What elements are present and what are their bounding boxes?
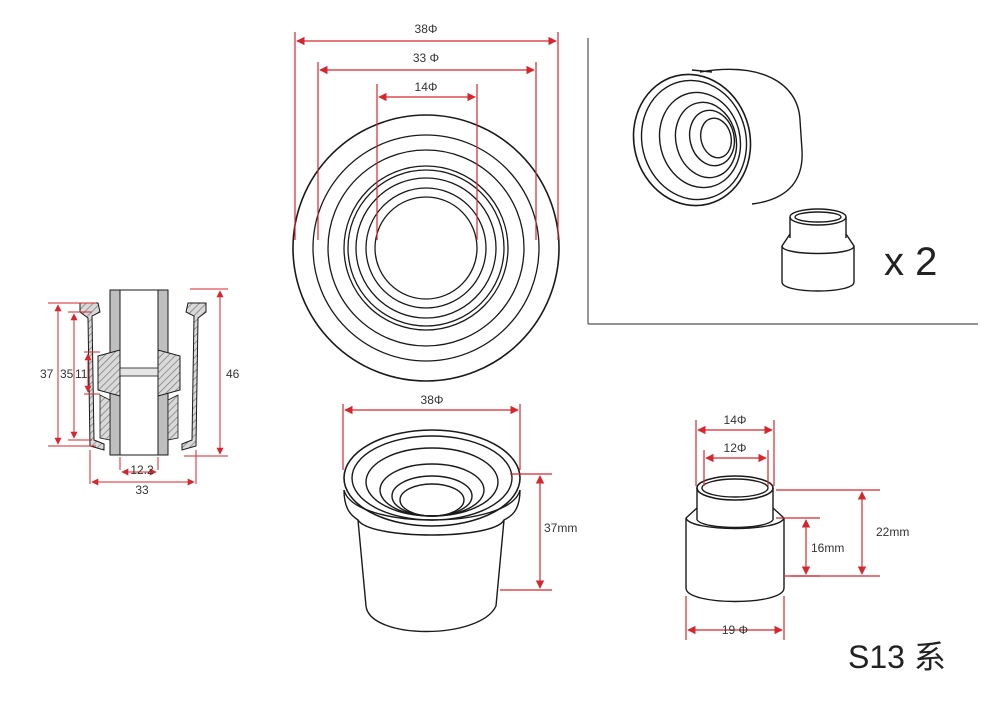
dim-mid-diameter: 33 Φ: [413, 51, 439, 65]
inset-frame: [587, 38, 978, 325]
dim-cup-height: 37mm: [544, 521, 577, 535]
insert-dimensions: [685, 420, 880, 640]
inset-cup-illustration: [632, 68, 803, 207]
series-label: S13 系: [848, 639, 946, 675]
inset-insert-illustration: [781, 208, 855, 292]
dim-height-37: 37: [40, 367, 54, 381]
top-view-dimensions: [294, 32, 559, 240]
cup-side-view: [343, 429, 521, 633]
cup-dimensions: [342, 404, 552, 591]
insert-side-view: [685, 475, 785, 603]
dim-outer-diameter: 38Φ: [415, 22, 438, 36]
dim-cup-diameter: 38Φ: [421, 393, 444, 407]
dim-inner-diameter: 14Φ: [415, 80, 438, 94]
quantity-label: x 2: [884, 240, 937, 284]
dim-height-11: 11: [75, 367, 88, 381]
dim-width-33: 33: [135, 483, 149, 497]
top-view: [292, 114, 560, 382]
dim-width-12-2: 12.2: [130, 463, 154, 477]
dim-insert-top-outer: 14Φ: [724, 413, 747, 427]
dim-insert-base-diameter: 19 Φ: [722, 623, 748, 637]
cross-section: [79, 289, 207, 456]
dim-insert-top-inner: 12Φ: [724, 441, 747, 455]
dim-insert-total-height: 22mm: [876, 525, 909, 539]
cross-section-dimensions: [48, 288, 228, 486]
dim-insert-body-height: 16mm: [811, 541, 844, 555]
dim-height-35: 35: [60, 367, 74, 381]
dim-height-46: 46: [226, 367, 240, 381]
